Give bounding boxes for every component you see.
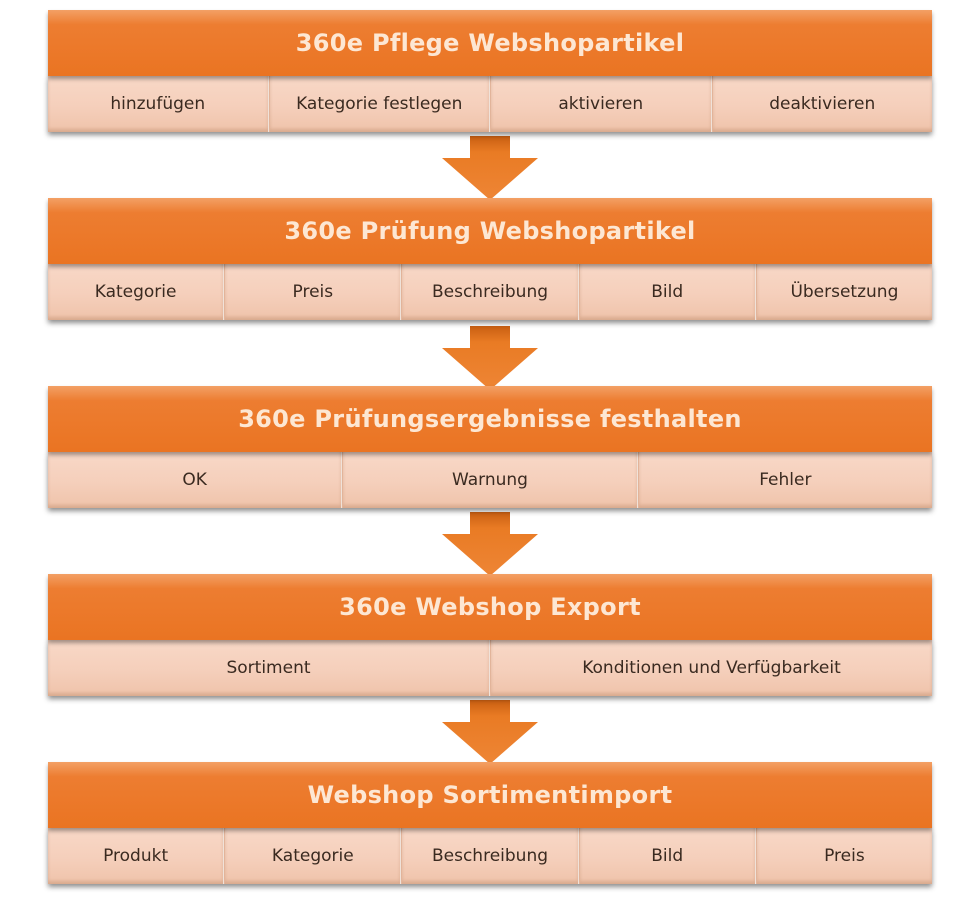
step-header-5: Webshop Sortimentimport [48, 762, 932, 828]
step-item: Fehler [637, 452, 932, 508]
step-block-2: 360e Prüfung Webshopartikel Kategorie Pr… [48, 198, 933, 320]
down-arrow-icon [442, 512, 538, 576]
step-item: Bild [578, 828, 756, 884]
step-block-1: 360e Pflege Webshopartikel hinzufügen Ka… [48, 10, 932, 132]
step-item: Kategorie [224, 828, 402, 884]
step-item: Preis [755, 828, 933, 884]
down-arrow-icon [442, 136, 538, 200]
step-header-1: 360e Pflege Webshopartikel [48, 10, 932, 76]
step-block-5: Webshop Sortimentimport Produkt Kategori… [48, 762, 933, 884]
step-header-4: 360e Webshop Export [48, 574, 932, 640]
step-items-5: Produkt Kategorie Beschreibung Bild Prei… [48, 828, 933, 884]
down-arrow-icon [442, 326, 538, 390]
step-block-3: 360e Prüfungsergebnisse festhalten OK Wa… [48, 386, 932, 508]
step-item: Preis [224, 264, 402, 320]
step-item: Produkt [48, 828, 225, 884]
down-arrow-icon [442, 700, 538, 764]
step-item: Sortiment [48, 640, 490, 696]
step-item: Bild [578, 264, 756, 320]
step-item: deaktivieren [711, 76, 932, 132]
step-header-2: 360e Prüfung Webshopartikel [48, 198, 932, 264]
step-item: Warnung [342, 452, 638, 508]
step-item: Übersetzung [755, 264, 933, 320]
step-item: aktivieren [490, 76, 712, 132]
step-item: Beschreibung [401, 264, 579, 320]
step-items-3: OK Warnung Fehler [48, 452, 932, 508]
step-block-4: 360e Webshop Export Sortiment Konditione… [48, 574, 932, 696]
step-items-2: Kategorie Preis Beschreibung Bild Überse… [48, 264, 933, 320]
step-item: Konditionen und Verfügbarkeit [490, 640, 932, 696]
step-item: OK [48, 452, 343, 508]
step-item: Kategorie festlegen [268, 76, 490, 132]
step-items-4: Sortiment Konditionen und Verfügbarkeit [48, 640, 932, 696]
step-items-1: hinzufügen Kategorie festlegen aktiviere… [48, 76, 932, 132]
step-item: Kategorie [48, 264, 225, 320]
step-item: Beschreibung [401, 828, 579, 884]
step-item: hinzufügen [48, 76, 269, 132]
step-header-3: 360e Prüfungsergebnisse festhalten [48, 386, 932, 452]
